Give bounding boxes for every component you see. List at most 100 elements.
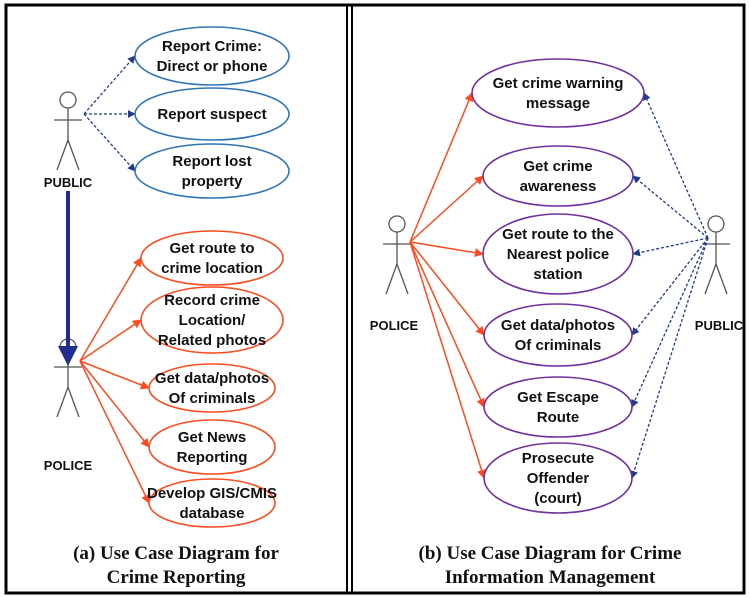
police-b-association-4 <box>409 241 485 336</box>
police-b-association-6 <box>409 241 486 479</box>
public-actor-b-right-leg <box>715 263 728 295</box>
usecase-b-6-label-2: Offender <box>527 470 590 487</box>
police-a-association-1 <box>79 257 142 362</box>
public-b-association-6 <box>630 237 709 479</box>
usecase-a-police-3-label-2: Of criminals <box>169 390 256 407</box>
police-actor-b-head <box>388 215 406 233</box>
police-b-association-1 <box>409 92 474 243</box>
usecase-a-public-3-shape <box>134 143 290 199</box>
usecase-a-police-2-label-2: Location/ <box>179 312 246 329</box>
public-b-association-3 <box>632 237 709 257</box>
public-actor-a-label: PUBLIC <box>44 175 93 190</box>
public-actor-b-head <box>707 215 725 233</box>
usecase-b-1-label-2: message <box>526 95 590 112</box>
usecase-a-police-4-label-2: Reporting <box>177 449 248 466</box>
usecase-a-police-4-label-1: Get News <box>178 429 246 446</box>
usecase-a-police-1-label-2: crime location <box>161 260 263 277</box>
usecase-a-police-3: Get data/photos Of criminals <box>148 363 276 413</box>
public-b-association-1 <box>643 92 709 239</box>
usecase-b-3-label-2: Nearest police <box>507 246 610 263</box>
panel-a-caption-line-2: Crime Reporting <box>106 567 246 588</box>
usecase-b-6-label-3: (court) <box>534 490 582 507</box>
public-actor-b-left-leg <box>704 263 717 295</box>
police-actor-b-right-leg <box>396 263 409 295</box>
public-actor-a-head <box>59 91 77 109</box>
usecase-b-2-shape <box>482 145 634 207</box>
usecase-a-public-2-shape <box>134 87 290 141</box>
public-b-association-4 <box>631 237 709 336</box>
police-actor-a-right-leg <box>67 386 80 418</box>
public-actor-a-left-leg <box>56 139 69 171</box>
police-actor-b-left-leg <box>385 263 398 295</box>
usecase-a-public-1-label-2: Direct or phone <box>157 58 268 75</box>
usecase-a-police-3-label-1: Get data/photos <box>155 370 269 387</box>
panel-b-caption-line-2: Information Management <box>444 567 656 588</box>
usecase-b-1: Get crime warning message <box>471 58 645 128</box>
usecase-a-public-1-shape <box>134 26 290 86</box>
usecase-b-6-shape <box>483 442 633 514</box>
public-b-association-5 <box>631 237 709 408</box>
usecase-a-police-4-shape <box>148 419 276 475</box>
police-actor-a-left-leg <box>56 386 69 418</box>
police-a-association-5 <box>79 360 150 504</box>
usecase-b-2-label-2: awareness <box>520 178 597 195</box>
police-actor-a-label: POLICE <box>44 458 93 473</box>
usecase-b-2: Get crime awareness <box>482 145 634 207</box>
usecase-a-public-2: Report suspect <box>134 87 290 141</box>
panel-a-crime-reporting: PUBLIC POLICE Report Crime: Direct or phone… <box>44 26 290 528</box>
usecase-a-police-2-shape <box>140 286 284 354</box>
usecase-a-police-2-label-3: Related photos <box>158 332 266 349</box>
usecase-a-public-3: Report lost property <box>134 143 290 199</box>
usecase-b-4-label-2: Of criminals <box>515 337 602 354</box>
public-b-association-2 <box>632 175 709 239</box>
usecase-a-police-5-shape <box>148 478 276 528</box>
usecase-a-public-3-label-2: property <box>182 173 244 190</box>
public-actor-a: PUBLIC <box>44 91 93 190</box>
police-a-association-2 <box>79 319 142 362</box>
panel-b-caption: (b) Use Case Diagram for Crime Informati… <box>360 542 740 590</box>
public-actor-b-label: PUBLIC <box>695 318 744 333</box>
usecase-a-public-2-label-1: Report suspect <box>157 106 266 123</box>
usecase-b-4-label-1: Get data/photos <box>501 317 615 334</box>
police-b-association-3 <box>409 241 484 258</box>
panel-b-caption-line-1: (b) Use Case Diagram for Crime <box>418 543 682 564</box>
usecase-a-police-1-label-1: Get route to <box>170 240 255 257</box>
usecase-a-police-5-label-2: database <box>179 505 244 522</box>
usecase-b-5-label-1: Get Escape <box>517 389 599 406</box>
police-b-association-5 <box>409 241 485 408</box>
usecase-a-police-2-label-1: Record crime <box>164 292 260 309</box>
usecase-b-2-label-1: Get crime <box>523 158 592 175</box>
police-a-association-4 <box>79 360 150 448</box>
police-actor-b-label: POLICE <box>370 318 419 333</box>
usecase-a-public-3-label-1: Report lost <box>172 153 251 170</box>
public-actor-b: PUBLIC <box>695 215 744 333</box>
usecase-a-public-1: Report Crime: Direct or phone <box>134 26 290 86</box>
public-actor-a-right-leg <box>67 139 80 171</box>
usecase-a-police-5: Develop GIS/CMIS database <box>147 478 277 528</box>
usecase-a-police-3-shape <box>148 363 276 413</box>
usecase-b-3-label-3: station <box>533 266 582 283</box>
usecase-b-4-shape <box>483 303 633 367</box>
public-a-association-1 <box>83 55 136 115</box>
usecase-b-5-label-2: Route <box>537 409 580 426</box>
diagram-frame <box>4 3 746 595</box>
usecase-a-police-5-label-1: Develop GIS/CMIS <box>147 485 277 502</box>
usecase-b-3-shape <box>482 213 634 295</box>
police-actor-b: POLICE <box>370 215 419 333</box>
public-a-association-3 <box>83 113 136 172</box>
usecase-a-public-1-label-1: Report Crime: <box>162 38 262 55</box>
police-b-association-2 <box>409 175 484 243</box>
usecase-b-1-label-1: Get crime warning <box>493 75 624 92</box>
usecase-b-4: Get data/photos Of criminals <box>483 303 633 367</box>
usecase-b-5-shape <box>483 376 633 438</box>
panel-a-caption-line-1: (a) Use Case Diagram for <box>73 543 279 564</box>
usecase-b-1-shape <box>471 58 645 128</box>
panel-a-caption: (a) Use Case Diagram for Crime Reporting <box>20 542 332 590</box>
usecase-b-6-label-1: Prosecute <box>522 450 595 467</box>
